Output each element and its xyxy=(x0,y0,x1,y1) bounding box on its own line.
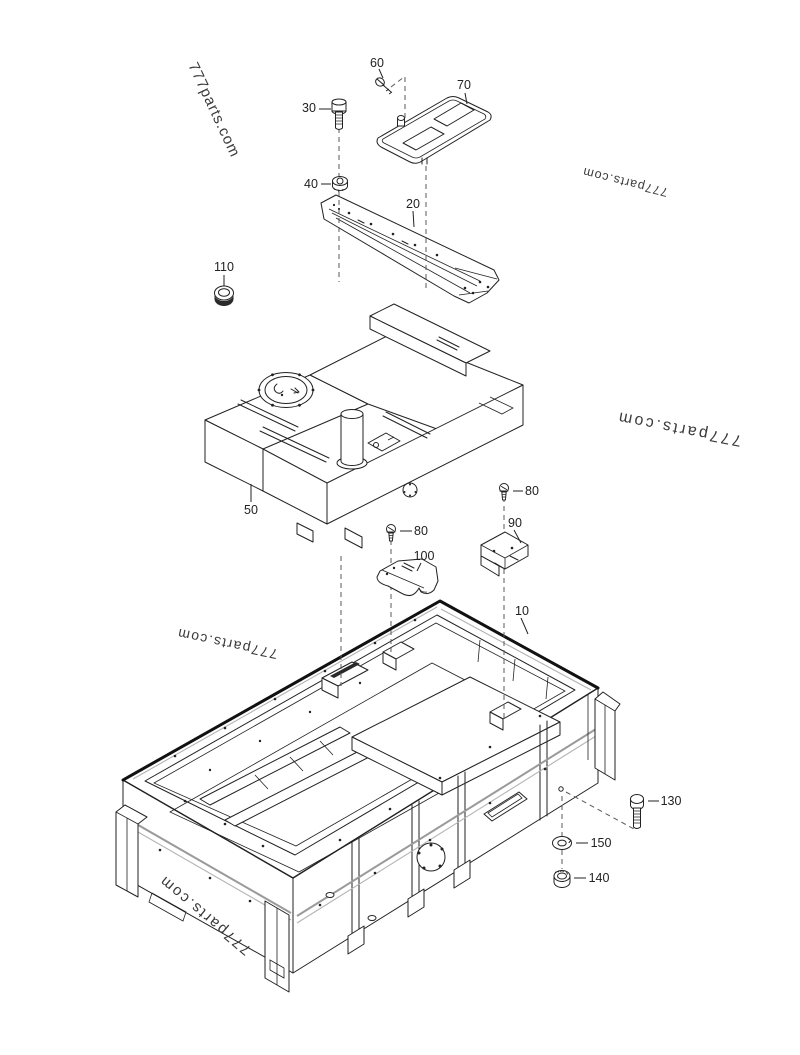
part-50-fuel-tank xyxy=(204,303,524,549)
part-label-130: 130 xyxy=(660,794,682,808)
part-label-10: 10 xyxy=(515,604,529,618)
part-150-washer xyxy=(552,836,572,850)
frame-bracket-b xyxy=(382,641,415,671)
part-10-frame xyxy=(115,599,621,993)
part-110-cap xyxy=(214,285,234,306)
leader-lines xyxy=(223,68,659,879)
part-label-80b: 80 xyxy=(414,524,428,538)
part-label-100: 100 xyxy=(413,549,435,563)
part-label-110: 110 xyxy=(214,260,234,274)
fastener-130-bolt xyxy=(630,794,644,829)
part-label-30: 30 xyxy=(302,101,316,115)
frame-bracket-c xyxy=(489,701,522,731)
fastener-30-bolt xyxy=(331,98,347,130)
part-label-140: 140 xyxy=(588,871,610,885)
part-label-60: 60 xyxy=(370,56,384,70)
filler-cap xyxy=(257,372,315,408)
part-label-50: 50 xyxy=(244,503,258,517)
part-20-support-rail xyxy=(320,194,500,304)
assembly-dashed-lines xyxy=(338,76,635,869)
part-90-bracket xyxy=(480,531,529,577)
part-label-90: 90 xyxy=(508,516,522,530)
part-label-80a: 80 xyxy=(525,484,539,498)
fastener-40-nut xyxy=(332,176,348,192)
part-label-40: 40 xyxy=(304,177,318,191)
frame-bracket-a xyxy=(321,661,369,699)
part-label-70: 70 xyxy=(457,78,471,92)
fastener-80-screw-b xyxy=(386,524,396,542)
fastener-80-screw-a xyxy=(499,483,509,501)
part-100-bracket xyxy=(376,558,439,596)
fastener-140-nut xyxy=(553,870,571,888)
filler-neck xyxy=(336,409,368,470)
fastener-60-screw xyxy=(375,77,393,95)
part-label-150: 150 xyxy=(590,836,612,850)
part-label-20: 20 xyxy=(406,197,420,211)
part-70-cover-plate xyxy=(376,96,492,165)
frame-leg-right xyxy=(594,691,621,781)
frame-leg-front xyxy=(264,900,290,993)
frame-leg-left xyxy=(115,804,148,898)
